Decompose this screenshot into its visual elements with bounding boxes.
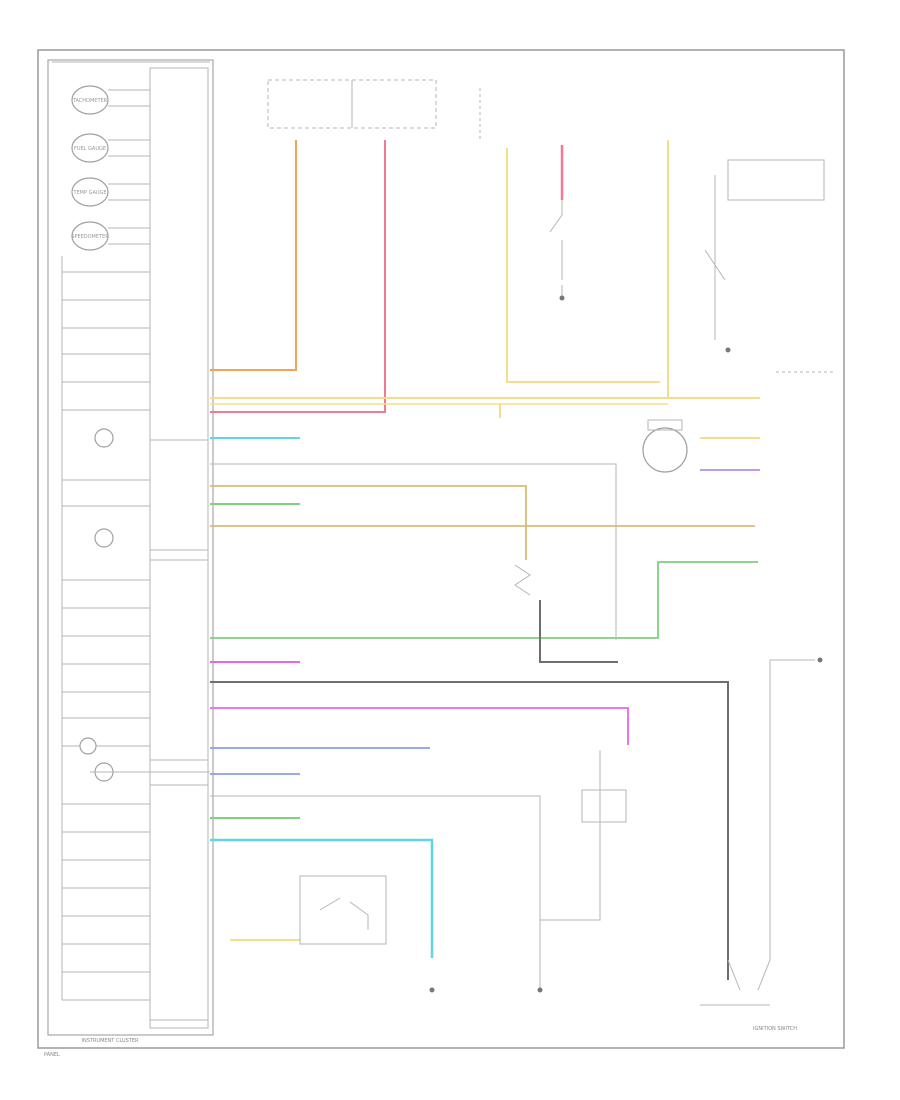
indicator-lamp-rows <box>61 256 150 1001</box>
fuel-gauge <box>71 133 109 163</box>
cluster-caption: INSTRUMENT CLUSTER <box>82 1038 140 1044</box>
ground-icon-3 <box>537 987 543 993</box>
diagram-frame <box>37 49 845 1049</box>
footer-code: PANEL <box>44 1052 60 1058</box>
cluster-feed-line-2 <box>210 795 541 990</box>
fuel-sender-box <box>581 789 627 823</box>
cluster-module-column <box>149 67 209 1029</box>
speedometer-gauge <box>71 221 109 251</box>
yellow-wire-a <box>506 148 660 383</box>
door-switch-contacts <box>319 897 369 930</box>
gauge-group <box>71 85 109 251</box>
cluster-segment-3 <box>149 784 209 1021</box>
cluster-segment-2 <box>149 559 209 761</box>
tachometer-gauge <box>71 85 109 115</box>
right-turn-lamp-icon <box>94 528 114 548</box>
lamp-icon-lower-1 <box>79 737 97 755</box>
fuel-sender-line <box>540 750 601 921</box>
gauge-label: TACHOMETER <box>72 98 108 104</box>
tan-wire-1 <box>210 485 527 560</box>
orange-wire <box>210 140 297 371</box>
gauge-label: SPEEDOMETER <box>71 234 109 240</box>
cluster-feed-line-1 <box>210 463 617 640</box>
ignition-caption: IGNITION SWITCH <box>753 1026 797 1032</box>
pink-wire <box>210 140 386 413</box>
ignition-switch-contacts <box>700 959 771 1006</box>
temp-gauge <box>71 177 109 207</box>
ground-icon-1 <box>559 295 565 301</box>
ground-icon-2 <box>725 347 731 353</box>
door-switch-box <box>299 875 387 945</box>
tach-sensor-bracket <box>647 419 683 431</box>
magenta-wire-2 <box>210 707 629 745</box>
cluster-segment-1 <box>149 439 209 551</box>
gauge-label: FUEL GAUGE <box>74 146 106 152</box>
relay-switch-symbol <box>704 175 726 340</box>
gauge-label: TEMP GAUGE <box>72 190 106 196</box>
yellow-wire-b <box>210 140 669 399</box>
ground-wire-main <box>210 681 729 980</box>
tach-sensor-icon <box>642 427 688 473</box>
gauge-leaders <box>108 89 150 245</box>
green-wire-2 <box>210 561 758 639</box>
brake-switch-symbol <box>549 200 563 300</box>
ground-symbols <box>429 295 823 993</box>
relay-box <box>727 159 825 201</box>
left-turn-lamp-icon <box>94 428 114 448</box>
gray-wire-loop <box>539 600 618 663</box>
ground-icon-4 <box>429 987 435 993</box>
instrument-cluster-box <box>47 59 214 1036</box>
cyan-wire-2 <box>210 838 434 958</box>
ground-icon-5 <box>817 657 823 663</box>
pressure-switch-symbol <box>514 564 531 596</box>
